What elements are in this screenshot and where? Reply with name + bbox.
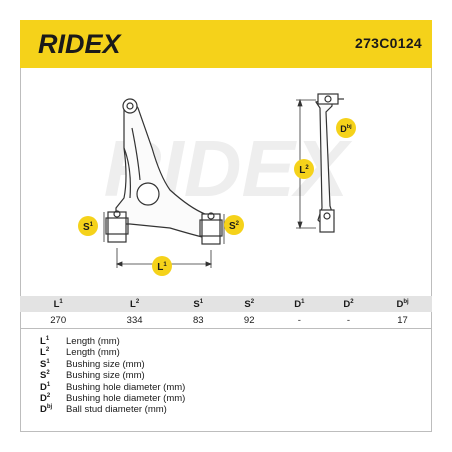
legend-item: L1 Length (mm) <box>40 336 185 347</box>
legend-text: Bushing hole diameter (mm) <box>66 381 186 393</box>
header-bar <box>20 20 432 68</box>
table-cell-dbj: 17 <box>373 312 432 329</box>
table-header-d1: D1 <box>274 296 324 312</box>
badge-l1: L1 <box>152 256 172 276</box>
legend-text: Length (mm) <box>66 336 120 347</box>
table-header-dbj: Dbj <box>373 296 432 312</box>
legend-text: Bushing hole diameter (mm) <box>66 393 186 405</box>
brand-logo-text: RIDEX <box>38 29 123 59</box>
svg-text:S2: S2 <box>229 221 240 232</box>
svg-text:Dbj: Dbj <box>340 124 352 134</box>
table-header-s2: S2 <box>223 296 275 312</box>
table-cell-d1: - <box>274 312 324 329</box>
part-number: 273C0124 <box>354 35 422 51</box>
legend-item: Dbj Ball stud diameter (mm) <box>40 404 185 415</box>
table-header-l2: L2 <box>96 296 173 312</box>
legend-item: D2 Bushing hole diameter (mm) <box>40 393 185 404</box>
control-arm-side-view <box>315 93 344 233</box>
legend-symbol: Dbj <box>40 404 53 416</box>
badge-dbj: Dbj <box>336 118 356 138</box>
table-header-d2: D2 <box>323 296 374 312</box>
svg-text:S1: S1 <box>83 222 94 233</box>
legend-item: S1 Bushing size (mm) <box>40 359 185 370</box>
svg-text:L1: L1 <box>157 262 167 273</box>
legend-symbol: L1 <box>40 335 50 347</box>
legend-symbol: S1 <box>40 358 50 370</box>
legend-item: L2 Length (mm) <box>40 347 185 358</box>
legend-symbol: S2 <box>40 370 50 382</box>
svg-text:L2: L2 <box>299 165 309 176</box>
table-cell-l1: 270 <box>20 312 97 329</box>
table-cell-l2: 334 <box>96 312 173 329</box>
table-header-l1: L1 <box>20 296 97 312</box>
badge-s2: S2 <box>224 215 244 235</box>
legend-text: Length (mm) <box>66 347 120 359</box>
legend-symbol: D2 <box>40 392 51 405</box>
dimensions-table: L1 L2 S1 S2 D1 D2 Dbj 270 334 83 92 - - … <box>20 296 432 329</box>
table-cell-s1: 83 <box>172 312 224 329</box>
table-header-s1: S1 <box>172 296 224 312</box>
legend-item: D1 Bushing hole diameter (mm) <box>40 381 186 393</box>
table-header-row: L1 L2 S1 S2 D1 D2 Dbj <box>20 296 432 312</box>
table-cell-s2: 92 <box>223 312 275 329</box>
legend-item: S2 Bushing size (mm) <box>40 370 185 381</box>
legend-text: Ball stud diameter (mm) <box>66 404 167 416</box>
legend-symbol: D1 <box>40 381 51 393</box>
legend-symbol: L2 <box>40 347 50 359</box>
control-arm-front-view <box>105 98 223 245</box>
table-row: 270 334 83 92 - - 17 <box>20 312 432 329</box>
legend-text: Bushing size (mm) <box>66 358 145 370</box>
legend-text: Bushing size (mm) <box>66 370 145 382</box>
brand-logo: RIDEX <box>38 29 123 59</box>
table-cell-d2: - <box>323 312 374 329</box>
badge-s1: S1 <box>78 216 98 236</box>
badge-l2: L2 <box>294 159 314 179</box>
technical-drawing: RIDEX <box>78 93 356 276</box>
